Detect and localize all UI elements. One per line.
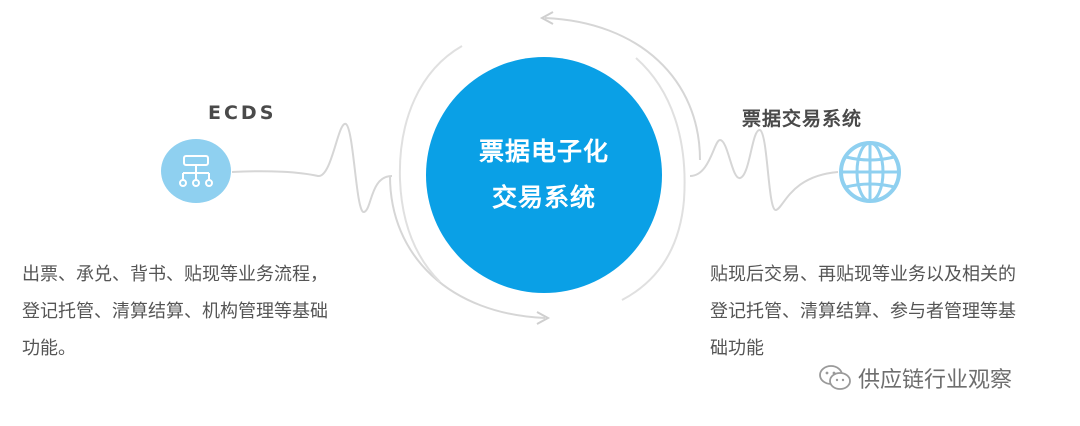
ecds-desc-line-3: 功能。 [22, 338, 76, 359]
trading-desc-line-3: 础功能 [710, 338, 764, 359]
ecds-description: 出票、承兑、背书、贴现等业务流程， 登记托管、清算结算、机构管理等基础 功能。 [22, 256, 328, 367]
cycle-arc-top [544, 17, 701, 161]
wechat-icon [819, 365, 851, 390]
center-title-line-1: 票据电子化 [478, 137, 609, 166]
trading-system-label: 票据交易系统 [742, 108, 863, 130]
trading-desc-line-2: 登记托管、清算结算、参与者管理等基 [710, 301, 1016, 322]
center-node: 票据电子化 交易系统 [426, 57, 662, 293]
inner-arc-left [398, 45, 463, 283]
ecds-label: ECDS [208, 102, 277, 124]
arrow-head-bottom [536, 311, 551, 325]
flowchart-icon [161, 139, 231, 203]
arrow-head-top [539, 11, 554, 25]
cycle-arc-bottom [389, 175, 546, 319]
pulse-line-right [689, 128, 839, 212]
center-title-line-2: 交易系统 [491, 183, 596, 212]
watermark: 供应链行业观察 [818, 362, 1012, 394]
trading-system-description: 贴现后交易、再贴现等业务以及相关的 登记托管、清算结算、参与者管理等基 础功能 [710, 256, 1016, 367]
ecds-desc-line-1: 出票、承兑、背书、贴现等业务流程， [22, 264, 328, 285]
trading-desc-line-1: 贴现后交易、再贴现等业务以及相关的 [710, 264, 1016, 285]
watermark-text: 供应链行业观察 [858, 368, 1013, 393]
inner-arc-right [621, 57, 686, 301]
pulse-line-left [231, 122, 393, 214]
globe-icon [839, 141, 901, 203]
ecds-desc-line-2: 登记托管、清算结算、机构管理等基础 [22, 301, 328, 322]
